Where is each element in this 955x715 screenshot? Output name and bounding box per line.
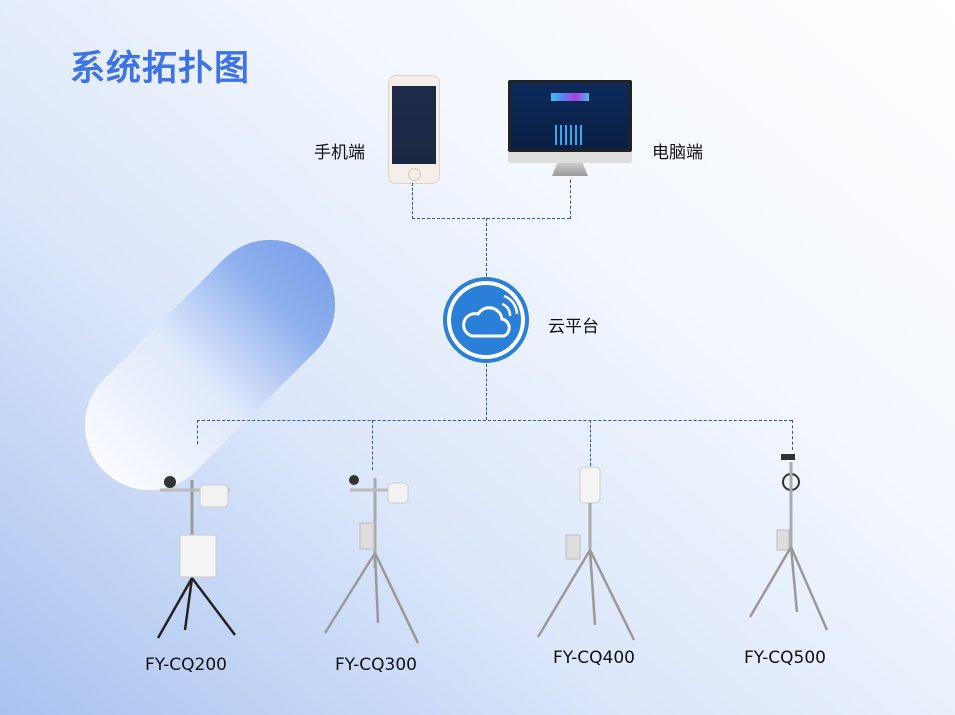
station-model-label: FY-CQ200 [145, 655, 227, 675]
connector-line [590, 420, 591, 466]
phone-image [388, 75, 440, 184]
connector-line [486, 218, 487, 276]
phone-label: 手机端 [314, 143, 365, 163]
connector-line [197, 420, 198, 444]
station-model-label: FY-CQ500 [744, 648, 826, 668]
pc-monitor-image [508, 80, 632, 178]
connector-line [197, 420, 792, 421]
page-title: 系统拓扑图 [70, 49, 251, 89]
cloud-icon [443, 277, 529, 363]
connector-line [412, 218, 570, 219]
connector-line [412, 183, 413, 219]
connector-line [792, 420, 793, 450]
cloud-platform-node [442, 276, 530, 364]
weather-station-cq400-image [536, 466, 636, 641]
weather-station-cq300-image [323, 475, 420, 644]
station-model-label: FY-CQ400 [553, 648, 635, 668]
weather-station-cq200-image [156, 476, 236, 639]
connector-line [486, 364, 487, 420]
station-model-label: FY-CQ300 [335, 655, 417, 675]
pc-label: 电脑端 [652, 143, 703, 163]
cloud-platform-label: 云平台 [548, 317, 599, 337]
weather-station-cq500-image [748, 454, 829, 631]
connector-line [372, 420, 373, 470]
connector-line [570, 180, 571, 219]
